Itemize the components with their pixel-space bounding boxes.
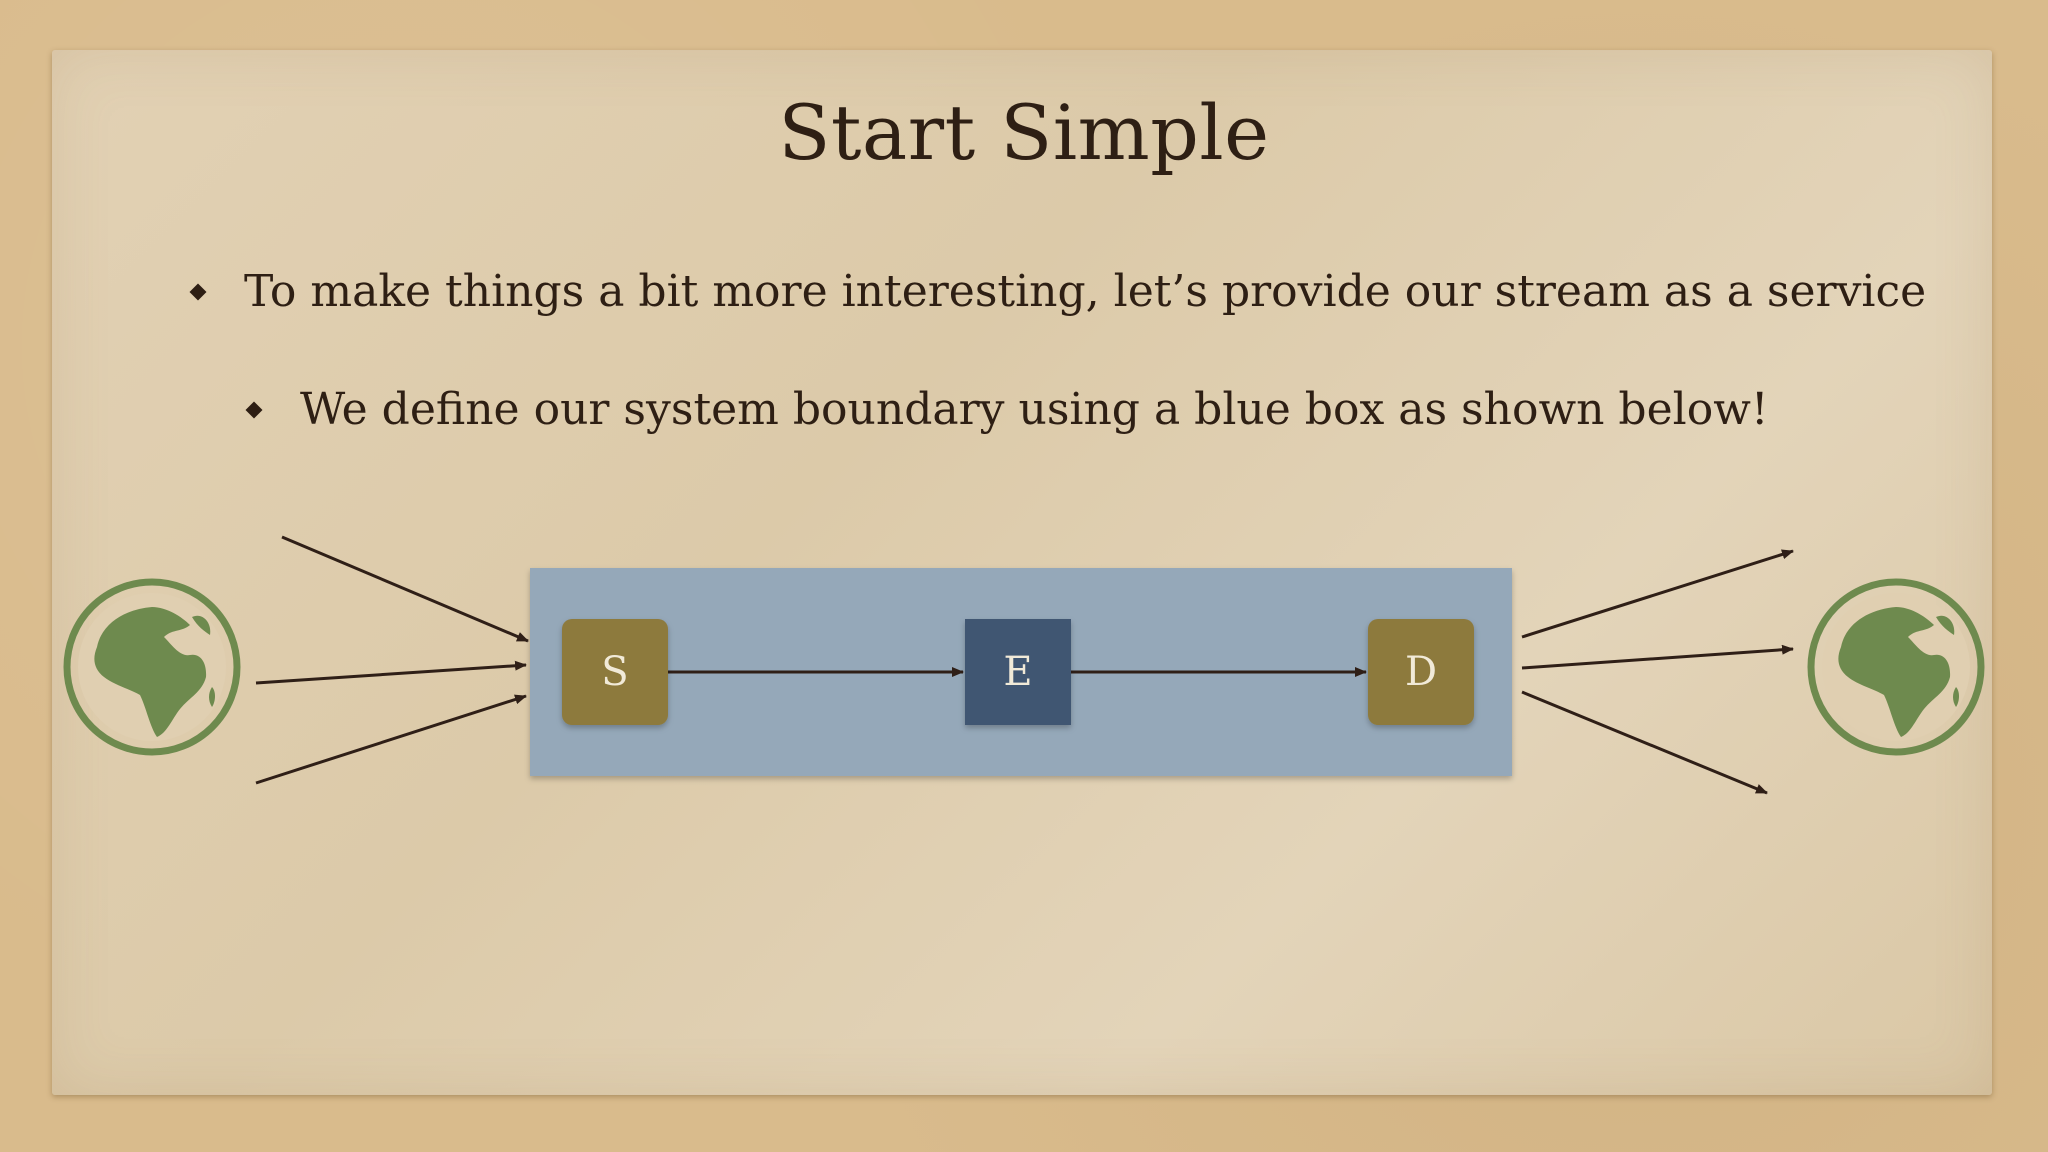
node-engine-label: E [1003,649,1032,695]
sub-bullet-item: We define our system boundary using a bl… [245,384,1769,435]
node-destination-label: D [1405,649,1437,695]
node-destination: D [1368,619,1474,725]
slide-title: Start Simple [778,88,1270,177]
incoming-arrow [255,660,527,685]
sub-bullet-text: We define our system boundary using a bl… [300,384,1769,435]
globe-icon [1807,578,1985,756]
node-source-label: S [601,649,628,695]
bullet-item: To make things a bit more interesting, l… [189,266,1927,317]
outgoing-arrow [1521,644,1794,670]
incoming-arrow [281,535,529,643]
globe-icon [63,578,241,756]
incoming-arrow [255,694,527,785]
bullet-text: To make things a bit more interesting, l… [244,266,1927,317]
node-source: S [562,619,668,725]
outgoing-arrow [1521,690,1768,795]
outgoing-arrow [1521,549,1794,639]
node-engine: E [965,619,1071,725]
